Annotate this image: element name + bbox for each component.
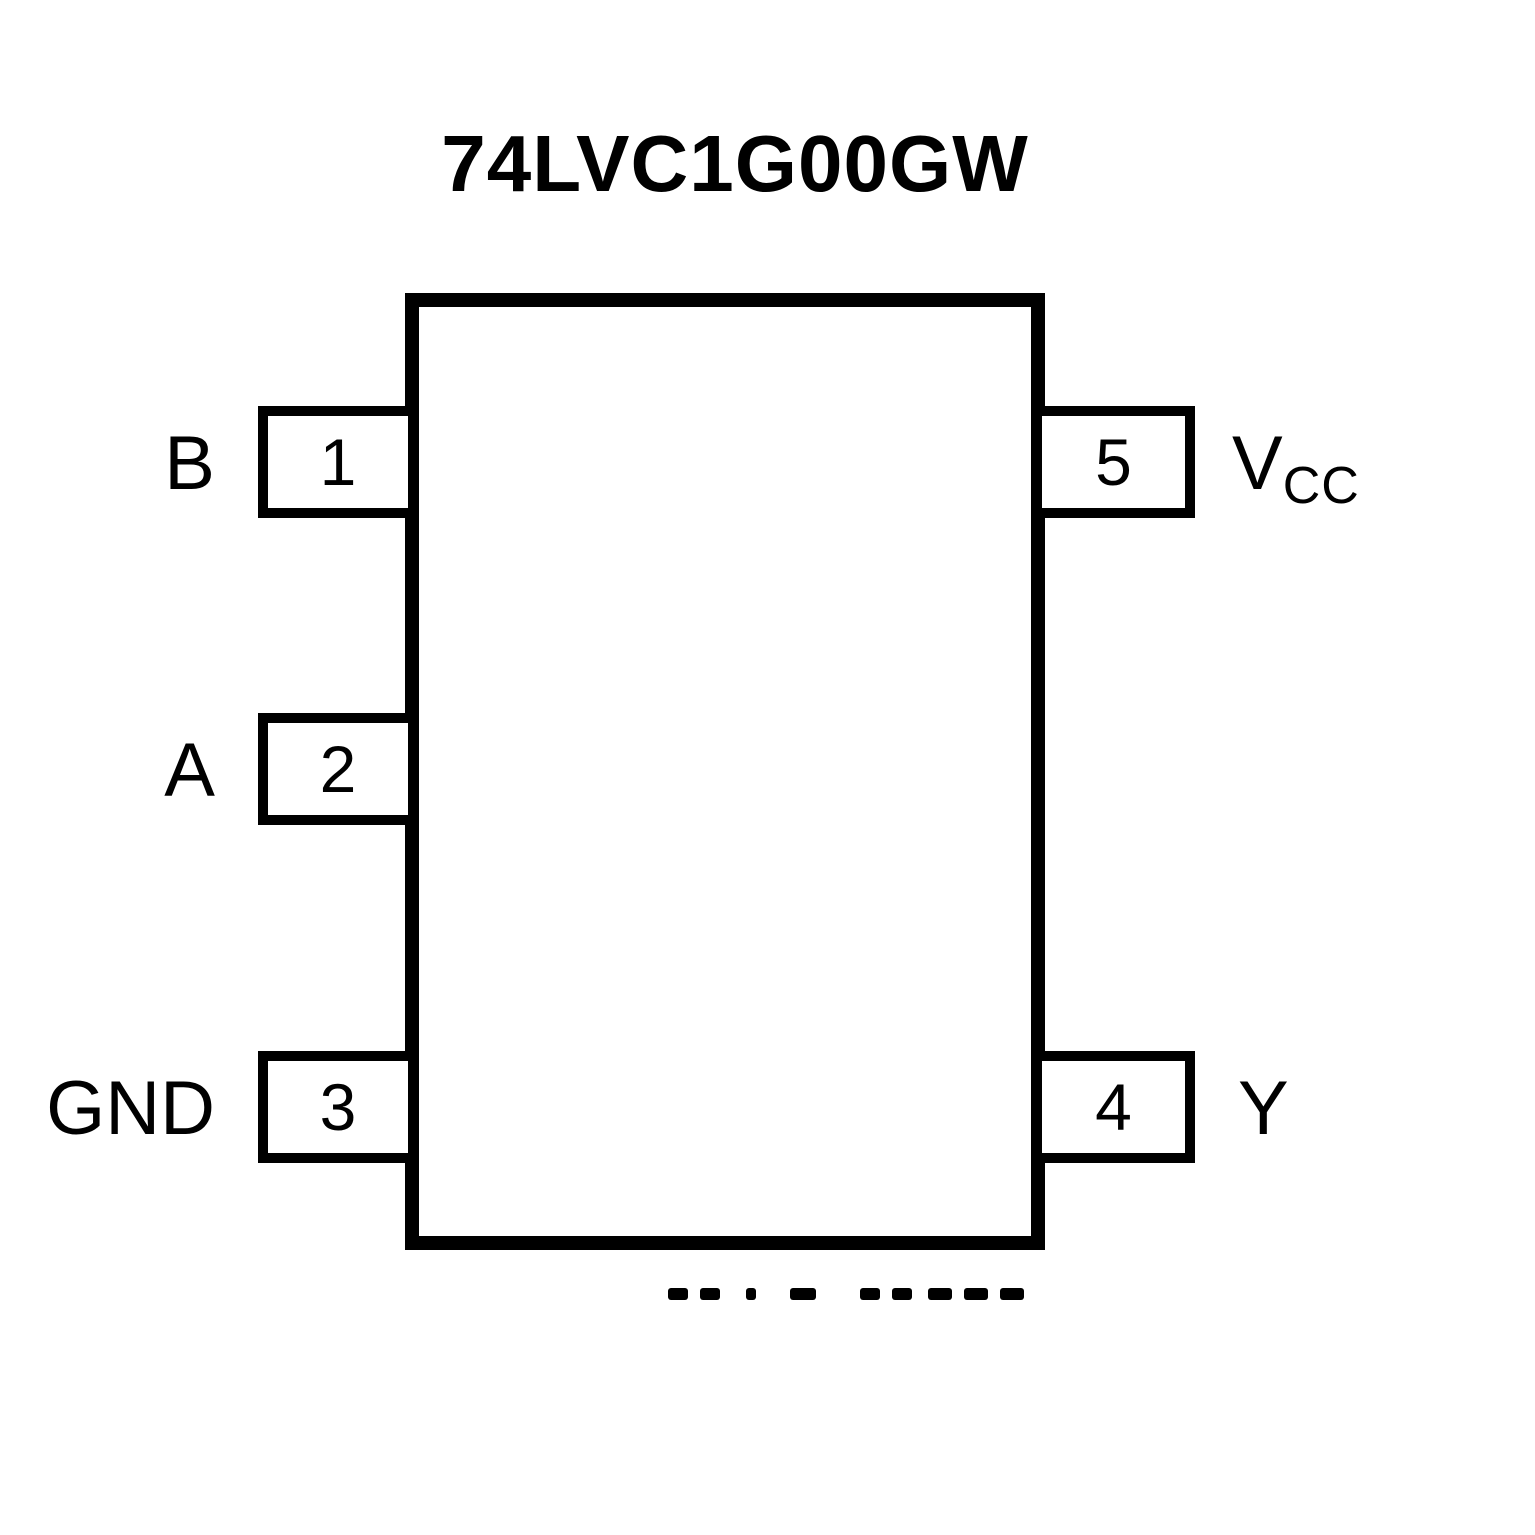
pin-1: 1 xyxy=(258,406,418,518)
pin-4-number: 4 xyxy=(1095,1070,1132,1144)
pin-2: 2 xyxy=(258,713,418,825)
pin-4-signal-label: Y xyxy=(1238,1066,1289,1151)
ic-package-body xyxy=(405,293,1045,1250)
clipped-text-mark xyxy=(668,1288,688,1300)
clipped-text-mark xyxy=(1000,1288,1024,1300)
pin-5-signal-label-main: V xyxy=(1232,421,1283,506)
pin-5-signal-label: VCC xyxy=(1232,426,1360,515)
pin-2-signal-label: A xyxy=(164,728,215,813)
pin-1-signal-label: B xyxy=(164,421,215,506)
pin-2-number: 2 xyxy=(319,732,357,806)
pin-3: 3 xyxy=(258,1051,418,1163)
diagram-title: 74LVC1G00GW xyxy=(441,119,1029,208)
pin-1-number: 1 xyxy=(319,425,357,499)
clipped-text-mark xyxy=(860,1288,880,1300)
clipped-text-mark xyxy=(790,1288,816,1300)
pin-5-number: 5 xyxy=(1095,425,1132,499)
clipped-text-mark xyxy=(964,1288,988,1300)
clipped-text-artifact xyxy=(660,1288,1040,1301)
pin-5-signal-label-subscript: CC xyxy=(1282,457,1360,515)
clipped-text-mark xyxy=(892,1288,912,1300)
pin-3-number: 3 xyxy=(319,1070,357,1144)
clipped-text-mark xyxy=(700,1288,720,1300)
clipped-text-mark xyxy=(746,1288,756,1300)
pin-3-signal-label: GND xyxy=(46,1066,215,1151)
pin-5: 5 xyxy=(1032,406,1195,518)
clipped-text-mark xyxy=(928,1288,952,1300)
pin-4: 4 xyxy=(1032,1051,1195,1163)
